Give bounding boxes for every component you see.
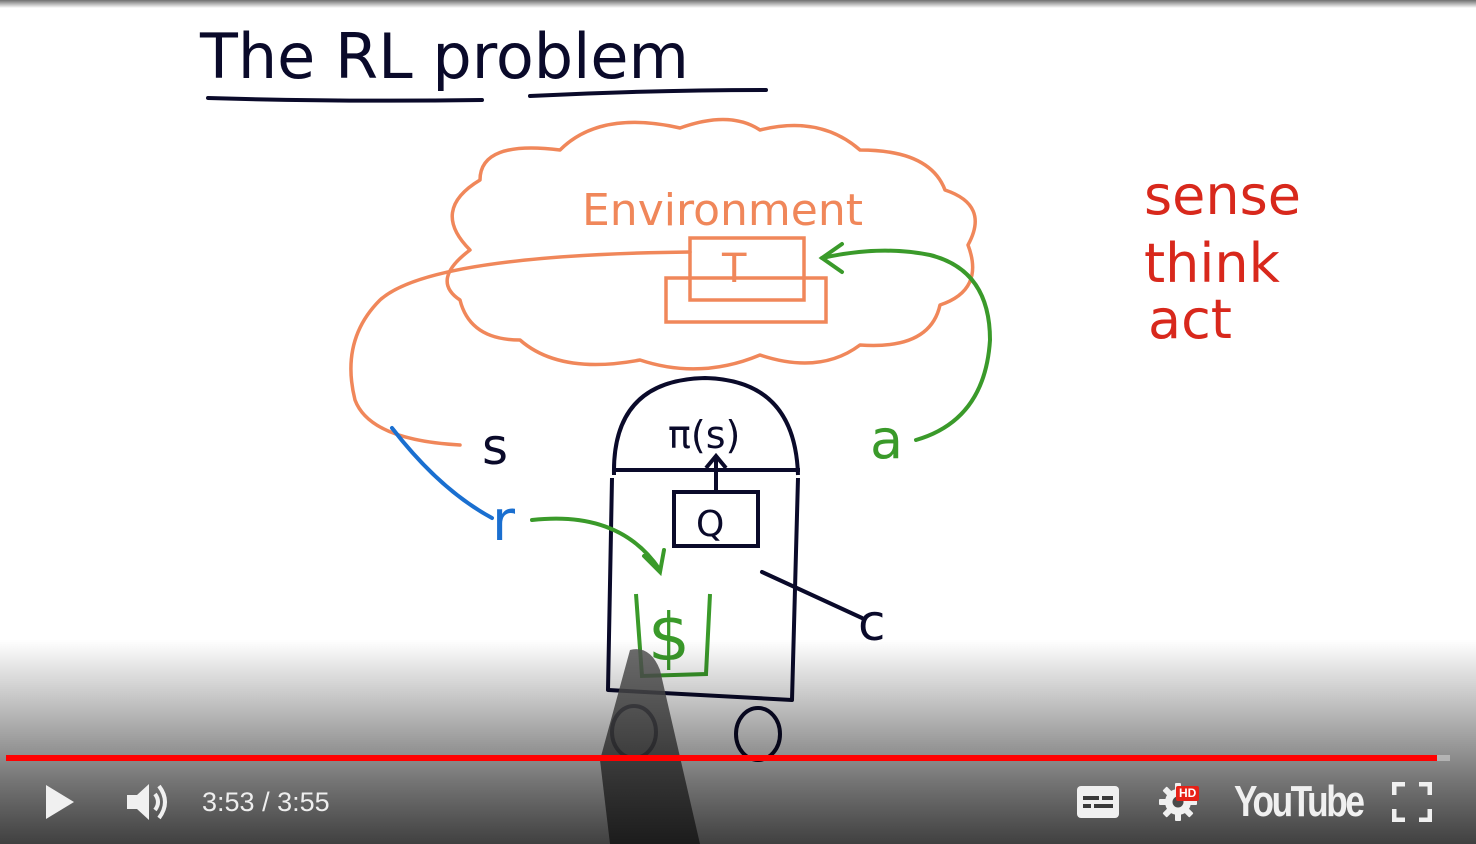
transition-box-base xyxy=(664,276,828,324)
duration: 3:55 xyxy=(277,787,330,817)
time-display: 3:53 / 3:55 xyxy=(202,784,330,820)
robot-head xyxy=(611,375,800,476)
transition-box xyxy=(688,236,806,302)
settings-button[interactable] xyxy=(1150,766,1206,838)
fullscreen-button[interactable] xyxy=(1382,766,1442,838)
policy-label: π(s) xyxy=(668,413,740,457)
claw-label: c xyxy=(858,594,886,652)
title-underline-right xyxy=(528,88,768,98)
top-shadow xyxy=(0,0,1476,8)
title-underline-left xyxy=(206,96,484,103)
time-separator: / xyxy=(254,787,278,817)
reward-arrowhead xyxy=(642,548,666,577)
current-time: 3:53 xyxy=(202,787,255,817)
hd-badge: HD xyxy=(1176,786,1200,801)
progress-played xyxy=(6,755,1437,761)
reward-line xyxy=(390,426,494,520)
robot-wheel-right xyxy=(734,706,782,762)
reward-arrow xyxy=(530,516,662,572)
action-arrowhead xyxy=(818,242,844,274)
controls-bar: 3:53 / 3:55 xyxy=(0,766,1476,838)
q-label: Q xyxy=(696,504,724,545)
subtitles-button[interactable] xyxy=(1070,766,1126,838)
transition-label: T xyxy=(721,246,747,292)
side-note-think: think xyxy=(1144,232,1281,295)
state-label: s xyxy=(482,418,508,476)
environment-cloud xyxy=(445,117,977,371)
environment-label: Environment xyxy=(582,185,863,236)
volume-icon xyxy=(127,784,167,820)
progress-bar[interactable] xyxy=(6,755,1450,761)
action-loop xyxy=(820,248,993,442)
action-label: a xyxy=(870,408,903,471)
side-note-act: act xyxy=(1148,288,1232,351)
drawing-title: The RL problem xyxy=(199,20,689,93)
play-icon xyxy=(46,785,74,819)
q-arrow xyxy=(704,452,728,492)
state-loop xyxy=(349,250,692,447)
side-note-sense: sense xyxy=(1144,164,1301,227)
robot-arm xyxy=(760,570,864,620)
fullscreen-icon xyxy=(1392,782,1432,822)
youtube-logo[interactable]: YouTube xyxy=(1234,777,1365,826)
volume-button[interactable] xyxy=(118,766,180,838)
subtitles-icon xyxy=(1077,786,1119,818)
q-box xyxy=(672,490,760,548)
play-button[interactable] xyxy=(30,766,90,838)
reward-label: r xyxy=(492,489,516,554)
